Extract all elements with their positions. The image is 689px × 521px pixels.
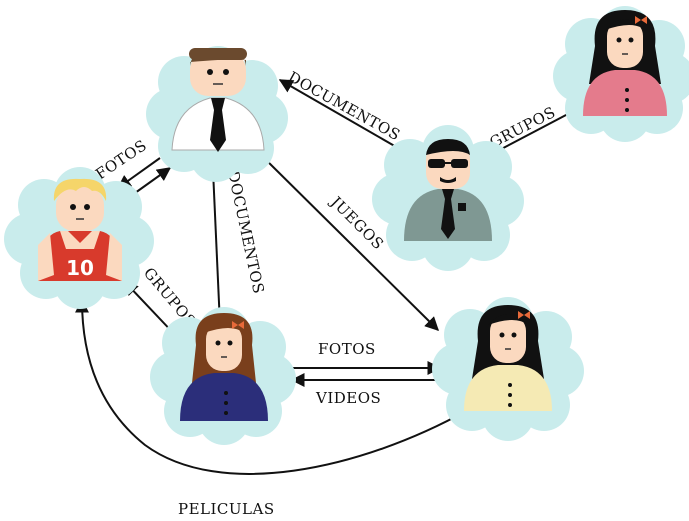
basketball-boy-avatar-icon: 10 [38,178,122,281]
label-documentos-top: DOCUMENTOS [285,68,403,145]
node-spy [372,125,524,271]
yellow-shirt-girl-avatar-icon [464,305,552,411]
label-fotos-middle: FOTOS [318,340,376,358]
edge-spy-to-man-documentos [278,79,406,153]
node-girl-yellow [432,297,584,441]
label-videos: VIDEOS [315,389,381,407]
node-girl-pink [553,6,689,142]
node-man-tie [146,46,288,182]
label-peliculas: PELICULAS [178,500,275,518]
node-boy-10: 10 [4,167,154,309]
label-documentos-vertical: DOCUMENTOS [224,169,268,295]
label-fotos-left: FOTOS [92,136,150,183]
edge-yellowgirl-to-boy-peliculas [75,298,469,475]
brown-hair-girl-avatar-icon [180,313,268,421]
pink-shirt-girl-avatar-icon [583,10,667,116]
edge-man-to-browngirl-documentos [212,169,227,327]
edge-man-to-yellowgirl-juegos [257,151,439,331]
jersey-number: 10 [66,256,94,280]
sunglasses-man-avatar-icon [404,139,492,241]
edges [75,79,587,475]
node-girl-brown [150,307,296,445]
man-tie-avatar-icon [171,48,265,152]
